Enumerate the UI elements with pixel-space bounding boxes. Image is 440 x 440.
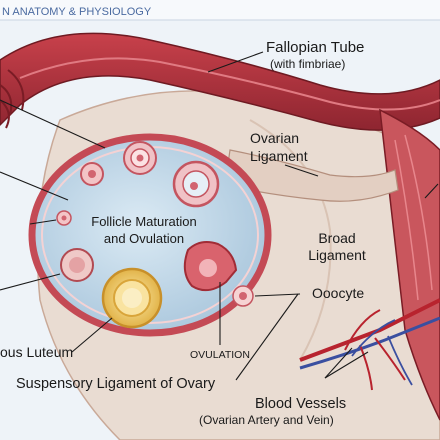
label-ovarian-ligament-2: Ligament [250,148,308,164]
oocyte [232,285,254,307]
label-ovarian-ligament-1: Ovarian [250,130,299,146]
corpus-luteum [101,267,163,329]
ruptured-follicle [183,241,238,292]
label-fallopian-tube: Fallopian Tube [266,39,364,56]
label-ovulation: OVULATION [190,349,250,361]
label-blood-vessels: Blood Vessels [255,396,346,412]
follicle-tiny [56,210,72,226]
leader-lines [0,51,439,381]
label-suspensory-ligament: Suspensory Ligament of Ovary [16,376,216,392]
header-title: N ANATOMY & PHYSIOLOGY [2,6,152,18]
label-blood-vessels-sub: (Ovarian Artery and Vein) [199,413,334,427]
label-broad-ligament-1: Broad [318,230,355,246]
label-follicle-1: Follicle Maturation [91,214,197,229]
label-fallopian-tube-sub: (with fimbriae) [270,57,345,71]
follicle-growing [172,160,220,208]
blood-vessels [299,298,440,391]
follicle-small-1 [80,162,104,186]
follicle-small-2 [123,141,157,175]
corpus-albicans [60,248,94,282]
label-broad-ligament-2: Ligament [308,247,366,263]
label-oocyte: Ooocyte [312,285,364,301]
label-corpus-luteum: ous Luteum [0,344,73,360]
label-follicle-2: and Ovulation [104,231,184,246]
ovarian-ligament [224,149,399,202]
header-bar [0,0,440,20]
